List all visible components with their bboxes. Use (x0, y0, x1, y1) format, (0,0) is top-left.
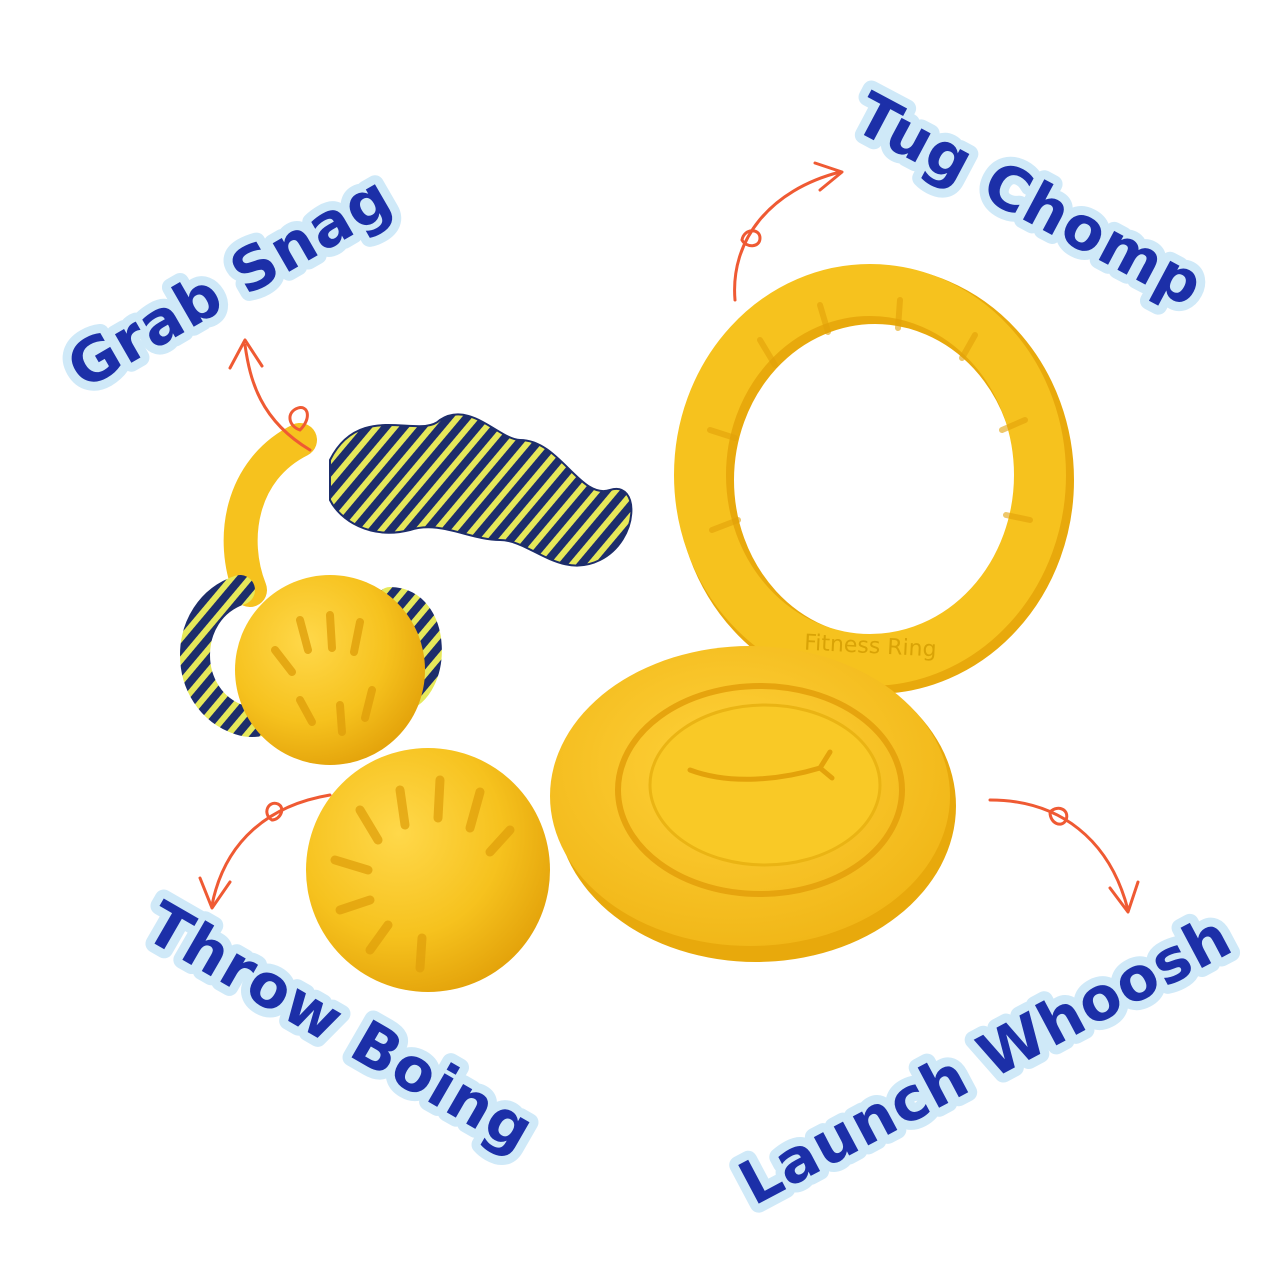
curved-arrow-icon (733, 161, 844, 302)
flying-disc-toy (550, 646, 956, 962)
rubber-ball-toy (306, 748, 550, 992)
rope-ball-toy (180, 413, 633, 765)
curved-arrow-icon (228, 338, 312, 452)
curved-arrow-icon (988, 798, 1140, 914)
curved-arrow-icon (198, 793, 332, 910)
fitness-ring-toy: Fitness Ring (674, 264, 1074, 694)
